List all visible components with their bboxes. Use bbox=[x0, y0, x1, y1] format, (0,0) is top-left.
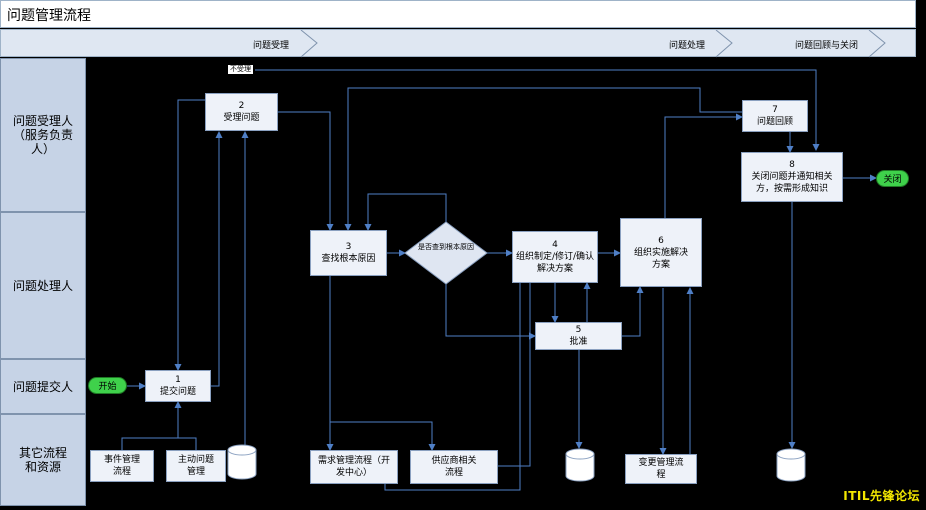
step-1-submit: 1 提交问题 bbox=[145, 370, 211, 402]
lane-other: 其它流程和资源 bbox=[0, 414, 86, 506]
database-icon bbox=[776, 454, 806, 482]
step-label: 关闭问题并通知相关方，按需形成知识 bbox=[751, 172, 833, 194]
flow-demand-to-4 bbox=[384, 269, 524, 491]
step-number: 2 bbox=[238, 101, 245, 111]
step-label: 受理问题 bbox=[223, 113, 260, 123]
end-terminal: 关闭 bbox=[876, 170, 909, 187]
database-icon bbox=[227, 450, 257, 480]
flow-7-to-3 bbox=[344, 87, 742, 231]
flow-1-to-2 bbox=[211, 131, 223, 387]
step-label: 提交问题 bbox=[159, 387, 196, 397]
step-5-approve: 5 批准 bbox=[535, 322, 622, 350]
lane-label: 问题提交人 bbox=[12, 379, 73, 394]
step-7-review: 7 问题回顾 bbox=[742, 100, 808, 132]
process-label: 变更管理流程 bbox=[638, 458, 684, 480]
lane-label: 问题受理人（服务负责人） bbox=[12, 114, 73, 156]
phase-bar: 问题受理 问题处理 问题回顾与关闭 bbox=[0, 29, 916, 58]
step-number: 1 bbox=[175, 375, 181, 385]
step-number: 3 bbox=[345, 242, 352, 252]
change-process: 变更管理流程 bbox=[625, 454, 697, 484]
step-number: 7 bbox=[772, 105, 778, 115]
lane-problem-handler: 问题处理人 bbox=[0, 212, 86, 359]
vendor-process: 供应商相关流程 bbox=[410, 450, 498, 484]
step-number: 8 bbox=[789, 160, 795, 170]
decision-label: 是否查到根本原因 bbox=[418, 243, 474, 251]
step-number: 6 bbox=[658, 235, 664, 246]
database-icon-top bbox=[565, 448, 595, 460]
phase-chevrons bbox=[300, 30, 886, 58]
flow-6-to-7 bbox=[664, 113, 743, 218]
flow-reject-to-8 bbox=[255, 69, 820, 151]
step-label: 批准 bbox=[569, 337, 588, 347]
step-number: 5 bbox=[575, 325, 582, 335]
database-icon bbox=[565, 454, 595, 482]
lane-submitter: 问题提交人 bbox=[0, 359, 86, 414]
demand-process: 需求管理流程（开发中心） bbox=[310, 450, 398, 484]
brand-watermark: ITIL先锋论坛 bbox=[843, 489, 920, 503]
lane-problem-owner: 问题受理人（服务负责人） bbox=[0, 58, 86, 212]
flow-2-to-3 bbox=[278, 111, 334, 231]
step-8-close: 8 关闭问题并通知相关方，按需形成知识 bbox=[741, 152, 843, 202]
flow-decision-loop bbox=[364, 193, 447, 231]
start-terminal: 开始 bbox=[88, 377, 127, 394]
flow-3-to-vendor bbox=[329, 276, 436, 451]
reject-label: 不受理 bbox=[228, 65, 253, 74]
process-label: 供应商相关流程 bbox=[431, 456, 477, 478]
database-icon-top bbox=[227, 444, 257, 456]
flow-5-to-6 bbox=[622, 286, 644, 337]
lane-label: 问题处理人 bbox=[12, 278, 73, 293]
step-2-accept: 2 受理问题 bbox=[205, 93, 278, 131]
proactive-problem-process: 主动问题管理 bbox=[166, 450, 226, 482]
flow-2-to-1 bbox=[174, 99, 205, 371]
flow-decision-to-5 bbox=[445, 284, 536, 340]
process-label: 需求管理流程（开发中心） bbox=[317, 456, 390, 478]
step-4-solution: 4 组织制定/修订/确认解决方案 bbox=[512, 231, 598, 283]
phase-accept: 问题受理 bbox=[253, 41, 290, 51]
step-6-implement: 6 组织实施解决方案 bbox=[620, 218, 702, 287]
phase-review-close: 问题回顾与关闭 bbox=[795, 41, 859, 51]
phase-handle: 问题处理 bbox=[669, 41, 706, 51]
flow-sources-join bbox=[121, 437, 197, 450]
step-label: 组织制定/修订/确认解决方案 bbox=[515, 252, 595, 274]
step-label: 组织实施解决方案 bbox=[633, 247, 688, 270]
decision-diamond bbox=[404, 221, 488, 285]
flow-vendor-to-4 bbox=[498, 274, 534, 467]
process-label: 主动问题管理 bbox=[177, 455, 214, 477]
title-bar: 问题管理流程 bbox=[0, 0, 916, 28]
step-3-root-cause: 3 查找根本原因 bbox=[310, 230, 387, 276]
step-number: 4 bbox=[552, 240, 558, 250]
step-label: 问题回顾 bbox=[756, 117, 793, 127]
step-label: 查找根本原因 bbox=[321, 254, 376, 264]
database-icon-top bbox=[776, 448, 806, 460]
incident-process: 事件管理流程 bbox=[90, 450, 154, 482]
lane-label: 其它流程和资源 bbox=[18, 446, 67, 474]
diagram-title: 问题管理流程 bbox=[7, 8, 91, 24]
process-label: 事件管理流程 bbox=[103, 455, 140, 477]
